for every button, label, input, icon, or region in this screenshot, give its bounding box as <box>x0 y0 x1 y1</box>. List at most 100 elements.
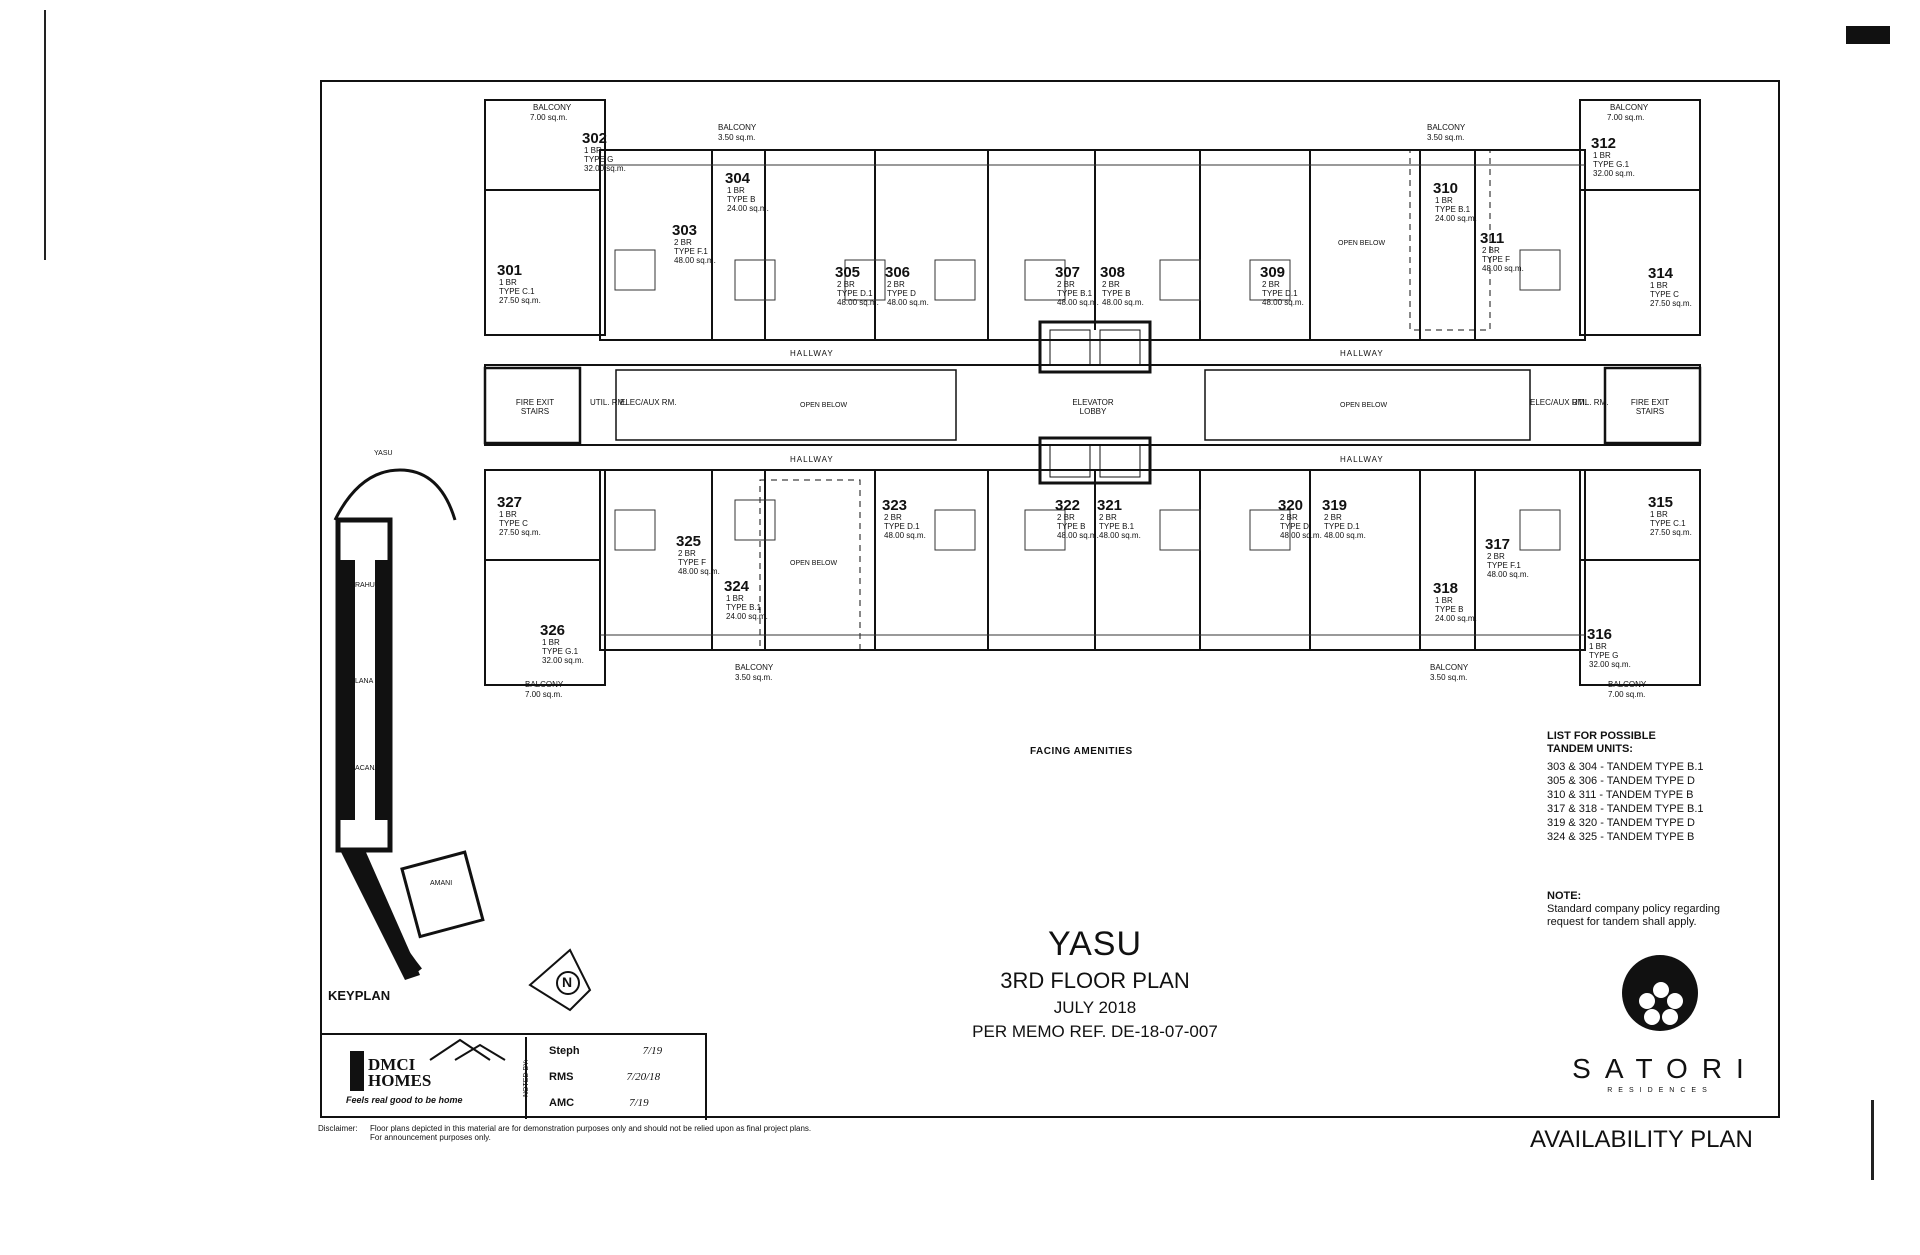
balcony-label: BALCONY <box>1430 663 1469 672</box>
balcony-area: 3.50 sq.m. <box>735 673 773 682</box>
keyplan-building-rahu: RAHU <box>355 582 375 589</box>
dmci-logo: DMCI HOMES <box>346 1047 506 1107</box>
unit-number: 325 <box>676 533 702 550</box>
disclaimer-label: Disclaimer: <box>318 1124 358 1133</box>
signature-date: 7/19 <box>642 1045 663 1057</box>
plan-date: JULY 2018 <box>1053 998 1137 1017</box>
balcony-area: 7.00 sq.m. <box>1608 690 1646 699</box>
unit-number: 315 <box>1648 494 1674 511</box>
tandem-heading: LIST FOR POSSIBLE <box>1547 730 1656 742</box>
fire-exit-label: FIRE EXIT STAIRS <box>1630 398 1670 416</box>
unit-number: 307 <box>1055 264 1081 281</box>
signer-name: Steph <box>549 1045 580 1057</box>
north-label: N <box>562 974 573 990</box>
note-block: NOTE: Standard company policy regarding … <box>1547 890 1757 929</box>
open-below-label: OPEN BELOW <box>800 402 848 409</box>
tandem-item: 319 & 320 - TANDEM TYPE D <box>1547 817 1695 829</box>
unit-number: 311 <box>1480 230 1505 247</box>
noted-by-label: NOTED BY: <box>523 1059 530 1097</box>
balcony-area: 7.00 sq.m. <box>1607 113 1645 122</box>
unit-details: 2 BR TYPE F.1 48.00 sq.m. <box>674 238 716 265</box>
unit-number: 323 <box>882 497 908 514</box>
signature-date: 7/20/18 <box>626 1071 661 1083</box>
unit-number: 306 <box>885 264 911 281</box>
unit-number: 319 <box>1322 497 1348 514</box>
floor-plan-title: 3RD FLOOR PLAN <box>1000 968 1190 993</box>
building-name: YASU <box>1047 925 1143 963</box>
unit-number: 326 <box>540 622 566 639</box>
balcony-area: 3.50 sq.m. <box>1427 133 1465 142</box>
unit-details: 1 BR TYPE B.1 24.00 sq.m. <box>726 594 768 621</box>
dmci-tagline: Feels real good to be home <box>346 1095 463 1105</box>
unit-details: 2 BR TYPE F 48.00 sq.m. <box>1482 246 1524 273</box>
unit-details: 1 BR TYPE C.1 27.50 sq.m. <box>499 278 541 305</box>
hallway-label-bottom-left: HALLWAY <box>790 455 834 464</box>
unit-number: 317 <box>1485 536 1511 553</box>
unit-details: 1 BR TYPE C 27.50 sq.m. <box>499 510 541 537</box>
tandem-heading: TANDEM UNITS: <box>1547 743 1633 755</box>
balcony-label: BALCONY <box>533 103 572 112</box>
balcony-label: BALCONY <box>718 123 757 132</box>
tandem-item: 305 & 306 - TANDEM TYPE D <box>1547 775 1695 787</box>
scan-mark <box>1871 1100 1874 1180</box>
unit-number: 309 <box>1260 264 1286 281</box>
balcony-label: BALCONY <box>525 680 564 689</box>
unit-number: 301 <box>497 262 523 279</box>
availability-plan-label: AVAILABILITY PLAN <box>1530 1126 1753 1153</box>
balcony-label: BALCONY <box>735 663 774 672</box>
unit-details: 2 BR TYPE D 48.00 sq.m. <box>887 280 929 307</box>
note-heading: NOTE: <box>1547 890 1582 902</box>
satori-name: SATORI <box>1572 1053 1758 1084</box>
scan-mark <box>44 10 46 260</box>
unit-number: 320 <box>1278 497 1304 514</box>
unit-details: 1 BR TYPE B.1 24.00 sq.m. <box>1435 196 1477 223</box>
satori-brand: SATORI RESIDENCES <box>1550 955 1770 1094</box>
disclaimer-body: Floor plans depicted in this material ar… <box>370 1124 970 1142</box>
unit-number: 308 <box>1100 264 1126 281</box>
balcony-area: 3.50 sq.m. <box>1430 673 1468 682</box>
elec-room-label: ELEC/AUX RM. <box>620 398 677 407</box>
signature-row: RMS 7/20/18 <box>549 1071 660 1083</box>
note-body: Standard company policy regarding reques… <box>1547 903 1721 928</box>
unit-details: 2 BR TYPE D.1 48.00 sq.m. <box>1262 280 1304 307</box>
unit-number: 327 <box>497 494 523 511</box>
balcony-area: 7.00 sq.m. <box>530 113 568 122</box>
keyplan-building-lana: LANA <box>355 678 374 685</box>
hallway-label-top-left: HALLWAY <box>790 349 834 358</box>
balcony-area: 3.50 sq.m. <box>718 133 756 142</box>
dmci-building-icon <box>350 1051 364 1091</box>
unit-details: 2 BR TYPE F.1 48.00 sq.m. <box>1487 552 1529 579</box>
signer-name: RMS <box>549 1071 574 1083</box>
unit-details: 1 BR TYPE G.1 32.00 sq.m. <box>1593 151 1635 178</box>
elevator-lobby-label: ELEVATOR LOBBY <box>1072 398 1114 416</box>
unit-details: 2 BR TYPE D.1 48.00 sq.m. <box>837 280 879 307</box>
signature-row: AMC 7/19 <box>549 1097 649 1109</box>
unit-number: 304 <box>725 170 751 187</box>
balcony-area: 7.00 sq.m. <box>525 690 563 699</box>
unit-number: 318 <box>1433 580 1459 597</box>
scan-mark <box>1846 26 1890 44</box>
keyplan-building-hacana: HACANA <box>350 765 380 772</box>
unit-details: 1 BR TYPE B 24.00 sq.m. <box>1435 596 1477 623</box>
unit-number: 314 <box>1648 265 1674 282</box>
signature-date: 7/19 <box>629 1097 649 1109</box>
unit-details: 2 BR TYPE D.1 48.00 sq.m. <box>1324 513 1366 540</box>
unit-details: 2 BR TYPE B 48.00 sq.m. <box>1102 280 1144 307</box>
tandem-item: 317 & 318 - TANDEM TYPE B.1 <box>1547 803 1704 815</box>
satori-logo-icon <box>1622 955 1698 1031</box>
balcony-label: BALCONY <box>1610 103 1649 112</box>
unit-details: 1 BR TYPE G 32.00 sq.m. <box>1589 642 1631 669</box>
tandem-units-list: LIST FOR POSSIBLE TANDEM UNITS: 303 & 30… <box>1547 730 1704 844</box>
signer-name: AMC <box>549 1097 575 1109</box>
tandem-item: 324 & 325 - TANDEM TYPE B <box>1547 831 1695 843</box>
elec-room-label: ELEC/AUX RM. <box>1530 398 1587 407</box>
open-below-label: OPEN BELOW <box>1338 240 1386 247</box>
keyplan-label: KEYPLAN <box>328 988 391 1003</box>
memo-reference: PER MEMO REF. DE-18-07-007 <box>972 1022 1218 1041</box>
disclaimer-line: Floor plans depicted in this material ar… <box>370 1124 812 1133</box>
tandem-item: 303 & 304 - TANDEM TYPE B.1 <box>1547 761 1704 773</box>
unit-details: 1 BR TYPE C 27.50 sq.m. <box>1650 281 1692 308</box>
unit-number: 316 <box>1587 626 1613 643</box>
unit-details: 2 BR TYPE B.1 48.00 sq.m. <box>1057 280 1099 307</box>
